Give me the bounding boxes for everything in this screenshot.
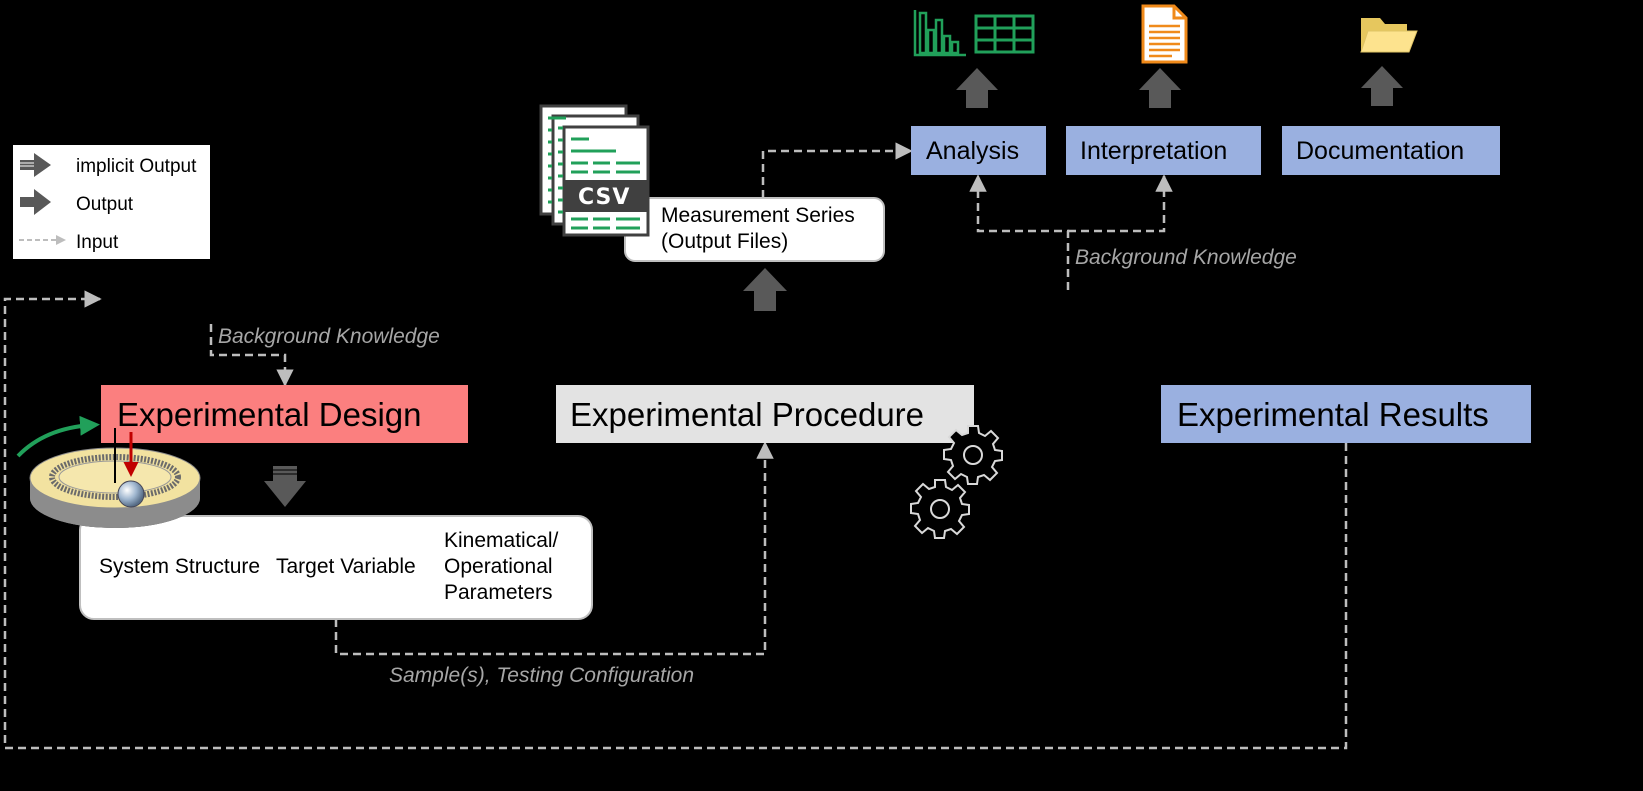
background-knowledge-results-line	[969, 174, 1070, 290]
output-arrow-icon	[956, 68, 998, 108]
legend-implicit-output-label: implicit Output	[76, 156, 197, 177]
gear-icon	[943, 425, 1003, 485]
folder-icon	[1360, 18, 1418, 53]
experimental-procedure-label: Experimental Procedure	[570, 396, 924, 433]
output-arrow-icon	[20, 189, 51, 215]
kinematical-label-line3: Parameters	[444, 581, 553, 604]
target-variable-label: Target Variable	[276, 555, 416, 578]
result-step-interpretation: Interpretation	[1066, 126, 1261, 175]
gear-icon	[910, 479, 970, 539]
background-knowledge-results-label: Background Knowledge	[1075, 246, 1297, 269]
analysis-box	[911, 126, 1046, 175]
measurement-series-panel: Measurement Series (Output Files)	[624, 197, 885, 262]
design-outputs-panel: System Structure Target Variable Kinemat…	[79, 466, 593, 620]
documentation-label: Documentation	[1296, 137, 1464, 165]
pin-on-disk-tribometer-icon	[16, 415, 201, 528]
result-step-documentation: Documentation	[1282, 126, 1500, 175]
experimental-results-label: Experimental Results	[1177, 396, 1489, 433]
document-icon	[1141, 4, 1188, 64]
samples-testing-configuration-label: Sample(s), Testing Configuration	[389, 664, 694, 687]
legend-output-label: Output	[76, 194, 134, 215]
bar-chart-icon	[913, 10, 966, 57]
experimental-design-box	[101, 385, 468, 443]
output-arrow-icon	[1361, 66, 1403, 106]
result-step-analysis: Analysis	[911, 126, 1046, 175]
legend-input-label: Input	[76, 232, 119, 253]
samples-to-procedure-line	[334, 441, 774, 656]
stage-experimental-design: Experimental Design	[101, 385, 468, 443]
design-outputs-box	[79, 515, 593, 620]
feedback-loop-line	[3, 290, 1348, 750]
experimental-procedure-box	[556, 385, 974, 443]
measurement-to-analysis-line	[761, 142, 913, 198]
csv-badge-label: CSV	[578, 185, 630, 210]
input-connectors	[3, 142, 1348, 750]
background-knowledge-design-line	[209, 324, 294, 387]
csv-files-icon: CSV	[539, 104, 650, 237]
documentation-box	[1282, 126, 1500, 175]
dashed-input-arrow-icon	[19, 235, 66, 245]
interpretation-box	[1066, 126, 1261, 175]
analysis-label: Analysis	[926, 137, 1019, 165]
gears-icon	[910, 425, 1003, 539]
stage-experimental-procedure: Experimental Procedure	[556, 385, 974, 443]
experimental-results-box	[1161, 385, 1531, 443]
measurement-series-label-line2: (Output Files)	[661, 230, 788, 253]
kinematical-label-line2: Operational	[444, 555, 553, 578]
interpretation-label: Interpretation	[1080, 137, 1227, 165]
background-knowledge-design-label: Background Knowledge	[218, 325, 440, 348]
background-knowledge-interpretation-line	[1068, 174, 1173, 233]
table-icon	[974, 14, 1035, 54]
kinematical-label-line1: Kinematical/	[444, 529, 559, 552]
legend: implicit Output Output Input	[13, 145, 210, 259]
implicit-output-arrow-icon	[264, 466, 306, 507]
stage-experimental-results: Experimental Results	[1161, 385, 1531, 443]
output-arrow-icon	[743, 268, 787, 311]
output-arrow-icon	[1139, 68, 1181, 108]
experimental-design-label: Experimental Design	[117, 396, 421, 433]
implicit-output-arrow-icon	[20, 153, 51, 177]
system-structure-label: System Structure	[99, 555, 260, 578]
measurement-series-label-line1: Measurement Series	[661, 204, 855, 227]
